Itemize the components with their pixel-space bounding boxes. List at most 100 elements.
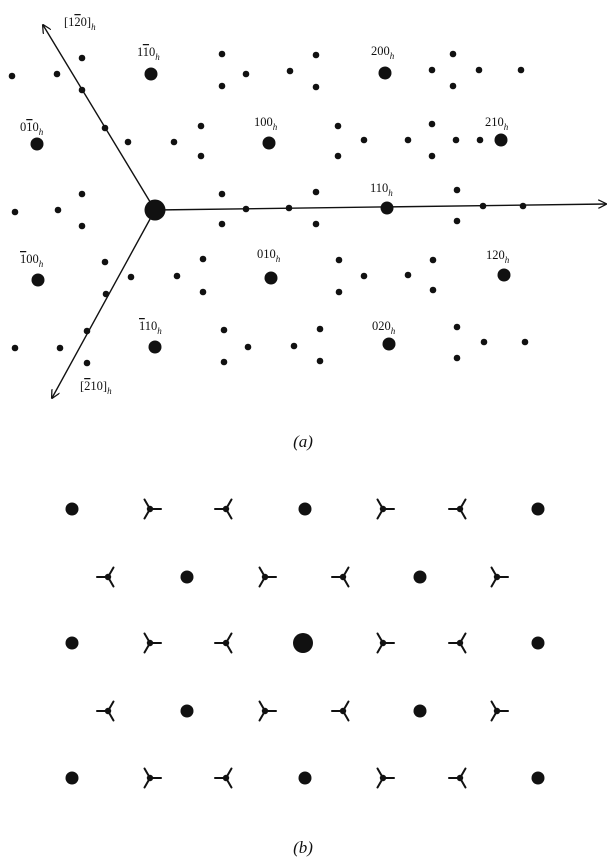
twin-spot-14 bbox=[258, 700, 277, 722]
spot-small-59 bbox=[220, 326, 228, 334]
twin-spot-13 bbox=[96, 700, 115, 722]
spot-small-26 bbox=[428, 152, 436, 160]
spot-110 bbox=[380, 201, 394, 215]
spot-small-21 bbox=[334, 122, 342, 130]
spot-small-38 bbox=[312, 220, 320, 228]
twin-spot-1 bbox=[143, 498, 162, 520]
panel-a: [120]h [210]h 110h 200h 010h 100h 210h 1… bbox=[8, 15, 606, 451]
label-200: 200h bbox=[371, 44, 395, 61]
twin-spot-19 bbox=[376, 767, 395, 789]
lattice-spot-2 bbox=[298, 502, 312, 516]
twin-spot-9 bbox=[143, 632, 162, 654]
spot-small-27 bbox=[452, 136, 460, 144]
spot-small-46 bbox=[199, 255, 207, 263]
caption-a: (a) bbox=[293, 432, 313, 451]
spot-small-45 bbox=[173, 272, 181, 280]
axis-m210-direction bbox=[52, 209, 156, 398]
spot-small-31 bbox=[78, 190, 86, 198]
spot-small-29 bbox=[11, 208, 19, 216]
panel-a-spots bbox=[8, 50, 529, 367]
lattice-spot-4 bbox=[180, 570, 194, 584]
axis-110-direction bbox=[154, 204, 606, 211]
spot-small-39 bbox=[453, 186, 461, 194]
twin-spot-8 bbox=[490, 566, 509, 588]
spot-small-53 bbox=[429, 256, 437, 264]
spot-120 bbox=[497, 268, 511, 282]
spot-small-15 bbox=[312, 83, 320, 91]
twin-spot-17 bbox=[143, 767, 162, 789]
lattice-spot-8 bbox=[180, 704, 194, 718]
spot-small-4 bbox=[78, 86, 86, 94]
spot-small-58 bbox=[83, 359, 91, 367]
spot-small-42 bbox=[519, 202, 527, 210]
spot-020 bbox=[382, 337, 396, 351]
spot-small-22 bbox=[334, 152, 342, 160]
spot-small-68 bbox=[521, 338, 529, 346]
spot-small-14 bbox=[312, 51, 320, 59]
label-0m10: 010h bbox=[20, 120, 44, 137]
axis-1m20-direction bbox=[43, 25, 156, 211]
spot-small-48 bbox=[102, 290, 110, 298]
spot-0m10 bbox=[30, 137, 44, 151]
spot-small-16 bbox=[428, 66, 436, 74]
spot-small-23 bbox=[360, 136, 368, 144]
spot-small-62 bbox=[290, 342, 298, 350]
twin-spot-12 bbox=[448, 632, 467, 654]
spot-small-66 bbox=[453, 354, 461, 362]
twin-spot-18 bbox=[214, 767, 233, 789]
spot-small-5 bbox=[101, 124, 109, 132]
spot-small-52 bbox=[404, 271, 412, 279]
spot-small-7 bbox=[170, 138, 178, 146]
twin-spot-7 bbox=[331, 566, 350, 588]
spot-small-60 bbox=[220, 358, 228, 366]
spot-small-54 bbox=[429, 286, 437, 294]
spot-small-55 bbox=[11, 344, 19, 352]
lattice-spot-11 bbox=[298, 771, 312, 785]
twin-spot-4 bbox=[448, 498, 467, 520]
spot-small-44 bbox=[127, 273, 135, 281]
spot-small-35 bbox=[242, 205, 250, 213]
twin-spot-2 bbox=[214, 498, 233, 520]
spot-small-57 bbox=[83, 327, 91, 335]
spot-small-10 bbox=[218, 50, 226, 58]
spot-small-56 bbox=[56, 344, 64, 352]
spot-010 bbox=[264, 271, 278, 285]
spot-1m10 bbox=[144, 67, 158, 81]
spot-small-61 bbox=[244, 343, 252, 351]
spot-small-50 bbox=[335, 288, 343, 296]
spot-small-67 bbox=[480, 338, 488, 346]
spot-small-34 bbox=[218, 220, 226, 228]
caption-b: (b) bbox=[293, 838, 313, 857]
panel-a-axes bbox=[43, 25, 606, 398]
center-spot bbox=[293, 633, 313, 653]
twin-spot-20 bbox=[448, 767, 467, 789]
twin-spot-10 bbox=[214, 632, 233, 654]
twin-spot-11 bbox=[376, 632, 395, 654]
lattice-spot-5 bbox=[413, 570, 427, 584]
spot-small-24 bbox=[404, 136, 412, 144]
label-210: 210h bbox=[485, 115, 509, 132]
label-110: 110h bbox=[370, 181, 393, 198]
spot-small-1 bbox=[8, 72, 16, 80]
panel-b-spots bbox=[65, 498, 545, 789]
label-m110: 110h bbox=[139, 319, 162, 336]
label-1m10: 110h bbox=[137, 45, 160, 62]
twin-spot-5 bbox=[96, 566, 115, 588]
twin-spot-6 bbox=[258, 566, 277, 588]
spot-small-43 bbox=[101, 258, 109, 266]
spot-small-3 bbox=[78, 54, 86, 62]
twin-spot-15 bbox=[331, 700, 350, 722]
spot-small-18 bbox=[449, 82, 457, 90]
spot-small-40 bbox=[453, 217, 461, 225]
axis-label-1m20: [120]h bbox=[64, 15, 96, 32]
spot-small-32 bbox=[78, 222, 86, 230]
spot-000 bbox=[144, 199, 166, 221]
spot-small-65 bbox=[453, 323, 461, 331]
spot-small-63 bbox=[316, 325, 324, 333]
spot-small-11 bbox=[218, 82, 226, 90]
spot-small-47 bbox=[199, 288, 207, 296]
label-120: 120h bbox=[486, 248, 510, 265]
label-020: 020h bbox=[372, 319, 396, 336]
spot-m100 bbox=[31, 273, 45, 287]
